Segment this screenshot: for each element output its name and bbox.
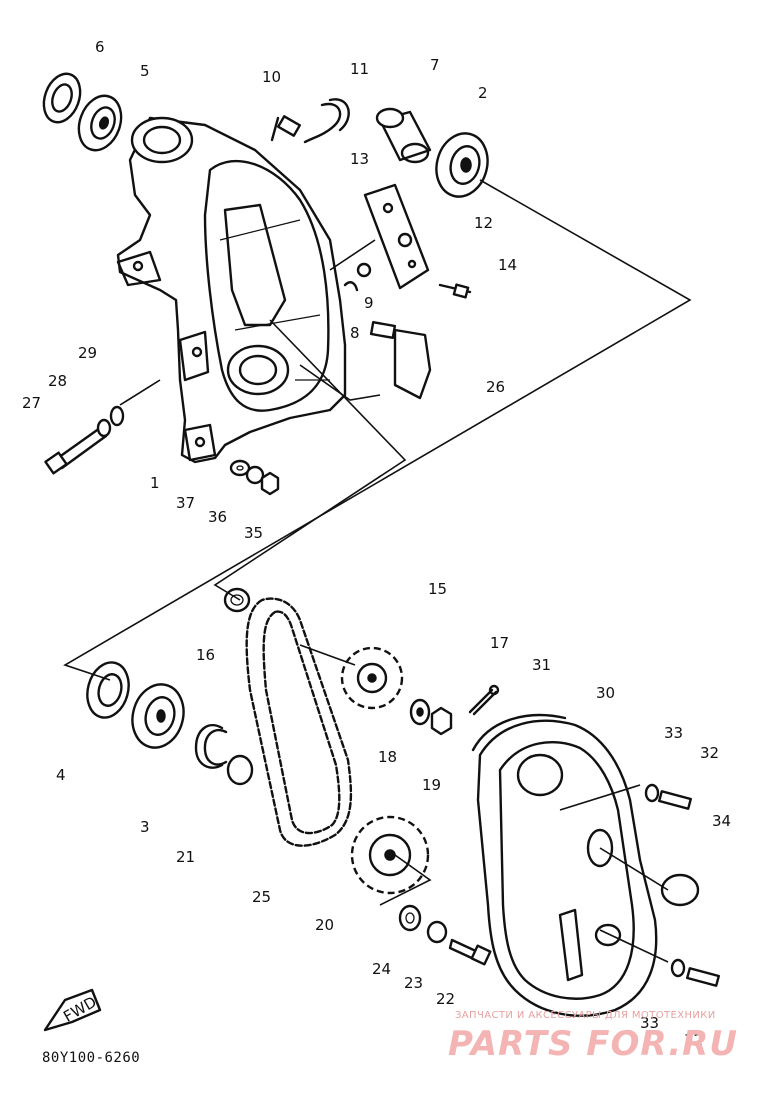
callout-15: 15 bbox=[428, 580, 447, 598]
bearing-4 bbox=[86, 661, 130, 719]
bearing-6 bbox=[42, 72, 82, 124]
washer-33-lower bbox=[670, 958, 686, 978]
callout-19: 19 bbox=[422, 776, 441, 794]
gasket-31 bbox=[471, 713, 567, 752]
callout-25: 25 bbox=[252, 888, 271, 906]
spacer-21 bbox=[226, 754, 254, 786]
cap-34 bbox=[660, 873, 700, 907]
bolt-32-lower bbox=[686, 967, 720, 987]
washer-36 bbox=[245, 465, 265, 485]
washer-18 bbox=[409, 698, 431, 726]
watermark-tagline: ЗАПЧАСТИ И АКСЕССУАРЫ ДЛЯ МОТОТЕХНИКИ bbox=[455, 1010, 716, 1021]
callout-35: 35 bbox=[244, 524, 263, 542]
bolt-14 bbox=[438, 283, 472, 299]
cotter-pin-17 bbox=[468, 684, 500, 716]
bolt-32-upper bbox=[658, 790, 692, 810]
callout-33: 33 bbox=[664, 724, 683, 742]
assembly-lines bbox=[63, 179, 692, 963]
circlip-3 bbox=[194, 724, 228, 769]
nut-35 bbox=[260, 471, 280, 496]
drive-chain-25 bbox=[245, 597, 353, 847]
bolt-8-9 bbox=[343, 262, 372, 292]
callout-28: 28 bbox=[48, 372, 67, 390]
washer-29 bbox=[109, 405, 125, 427]
callout-4: 4 bbox=[56, 766, 66, 784]
callout-32-lower: 32 bbox=[684, 1031, 703, 1049]
callout-23: 23 bbox=[404, 974, 423, 992]
tensioner-block-26 bbox=[369, 320, 432, 400]
callout-2: 2 bbox=[478, 84, 488, 102]
callout-36: 36 bbox=[208, 508, 227, 526]
callout-8: 8 bbox=[350, 324, 360, 342]
callout-11: 11 bbox=[350, 60, 369, 78]
bearing-5 bbox=[77, 94, 123, 152]
breather-fitting-10 bbox=[270, 115, 301, 142]
sprocket-20 bbox=[350, 815, 430, 895]
tensioner-plate-12-13 bbox=[363, 183, 430, 290]
callout-29: 29 bbox=[78, 344, 97, 362]
callout-34: 34 bbox=[712, 812, 731, 830]
callout-32: 32 bbox=[700, 744, 719, 762]
callout-22: 22 bbox=[436, 990, 455, 1008]
callout-17: 17 bbox=[490, 634, 509, 652]
bolt-22 bbox=[448, 938, 492, 966]
callout-30: 30 bbox=[596, 684, 615, 702]
callout-26: 26 bbox=[486, 378, 505, 396]
callout-10: 10 bbox=[262, 68, 281, 86]
nut-19 bbox=[430, 706, 453, 736]
callout-33-lower: 33 bbox=[640, 1014, 659, 1032]
chaincase-cover-30 bbox=[476, 719, 658, 1017]
callout-labels: 1 2 3 4 5 6 7 8 9 10 11 12 13 14 15 16 1… bbox=[22, 38, 731, 1049]
callout-9: 9 bbox=[364, 294, 374, 312]
callout-12: 12 bbox=[474, 214, 493, 232]
callout-31: 31 bbox=[532, 656, 551, 674]
callout-21: 21 bbox=[176, 848, 195, 866]
callout-13: 13 bbox=[350, 150, 369, 168]
callout-6: 6 bbox=[95, 38, 105, 56]
sprocket-15 bbox=[340, 646, 404, 710]
washer-24 bbox=[398, 904, 422, 932]
callout-27: 27 bbox=[22, 394, 41, 412]
breather-hose-11 bbox=[303, 98, 350, 144]
washer-23 bbox=[426, 920, 448, 944]
callout-24: 24 bbox=[372, 960, 391, 978]
washer-28 bbox=[96, 418, 112, 438]
bearing-2-lower bbox=[131, 683, 185, 749]
callout-3: 3 bbox=[140, 818, 150, 836]
bushing-7 bbox=[375, 107, 432, 164]
watermark-logo: PARTS FOR.RU bbox=[448, 1024, 738, 1064]
callout-18: 18 bbox=[378, 748, 397, 766]
chaincase-housing bbox=[116, 116, 347, 464]
bolt-27 bbox=[44, 426, 108, 475]
bearing-2-upper bbox=[435, 132, 489, 198]
drawing-code: 80Y100-6260 bbox=[42, 1050, 141, 1066]
callout-16: 16 bbox=[196, 646, 215, 664]
callout-37: 37 bbox=[176, 494, 195, 512]
callout-1: 1 bbox=[150, 474, 160, 492]
washer-33-upper bbox=[644, 783, 660, 803]
callout-20: 20 bbox=[315, 916, 334, 934]
callout-14: 14 bbox=[498, 256, 517, 274]
callout-5: 5 bbox=[140, 62, 150, 80]
fwd-arrow-icon: FWD bbox=[43, 988, 102, 1032]
callout-7: 7 bbox=[430, 56, 440, 74]
washer-37 bbox=[229, 459, 251, 477]
